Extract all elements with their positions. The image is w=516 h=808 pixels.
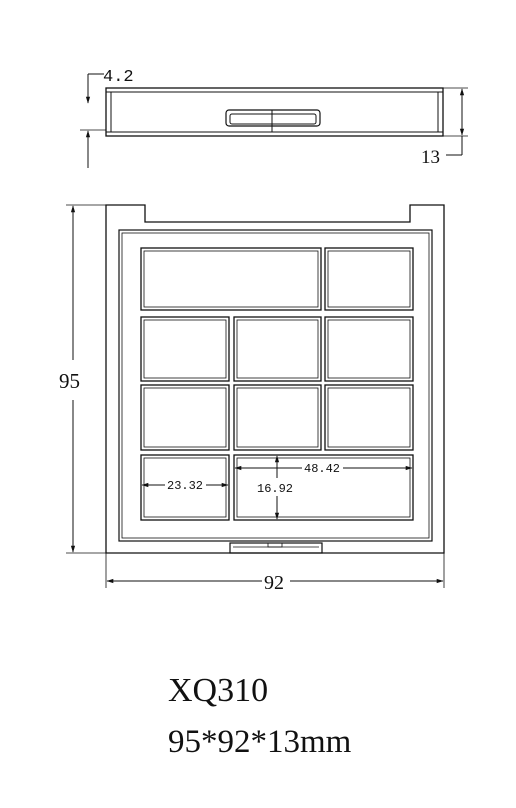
dim-label-92: 92	[264, 572, 284, 594]
pan-row3-right	[324, 384, 414, 451]
top-view-outline	[105, 204, 445, 554]
dim-label-4-2: 4.2	[103, 68, 134, 87]
dim-label-48-42: 48.42	[304, 462, 340, 476]
top-view-inner-tray-lip	[121, 232, 430, 539]
dim-label-13: 13	[421, 147, 440, 168]
pan-bottom-left	[140, 454, 230, 521]
product-size: 95*92*13mm	[168, 724, 352, 760]
side-view-latch-inner	[229, 113, 317, 125]
pan-row3-left	[140, 384, 230, 451]
pan-row2-right	[324, 316, 414, 382]
side-view-outline	[105, 87, 444, 137]
model-number: XQ310	[168, 672, 269, 709]
pan-grid	[140, 247, 414, 521]
dim-label-16-92: 16.92	[257, 482, 293, 496]
pan-row2-middle	[233, 316, 322, 382]
top-view-inner-tray	[118, 229, 433, 542]
pan-row2-left	[140, 316, 230, 382]
side-view: 4.2 13	[80, 68, 468, 168]
pan-row3-middle	[233, 384, 322, 451]
pan-large-top	[140, 247, 322, 311]
dim-label-23-32: 23.32	[167, 479, 203, 493]
top-view-latch	[229, 542, 323, 554]
pan-large-bottom	[233, 454, 414, 521]
dim-label-95: 95	[59, 369, 80, 393]
pan-top-right	[324, 247, 414, 311]
top-view: 95 92 23.32 48.42 16.92	[59, 204, 445, 594]
top-view-latch-tab	[267, 542, 283, 548]
side-view-latch	[225, 109, 321, 127]
